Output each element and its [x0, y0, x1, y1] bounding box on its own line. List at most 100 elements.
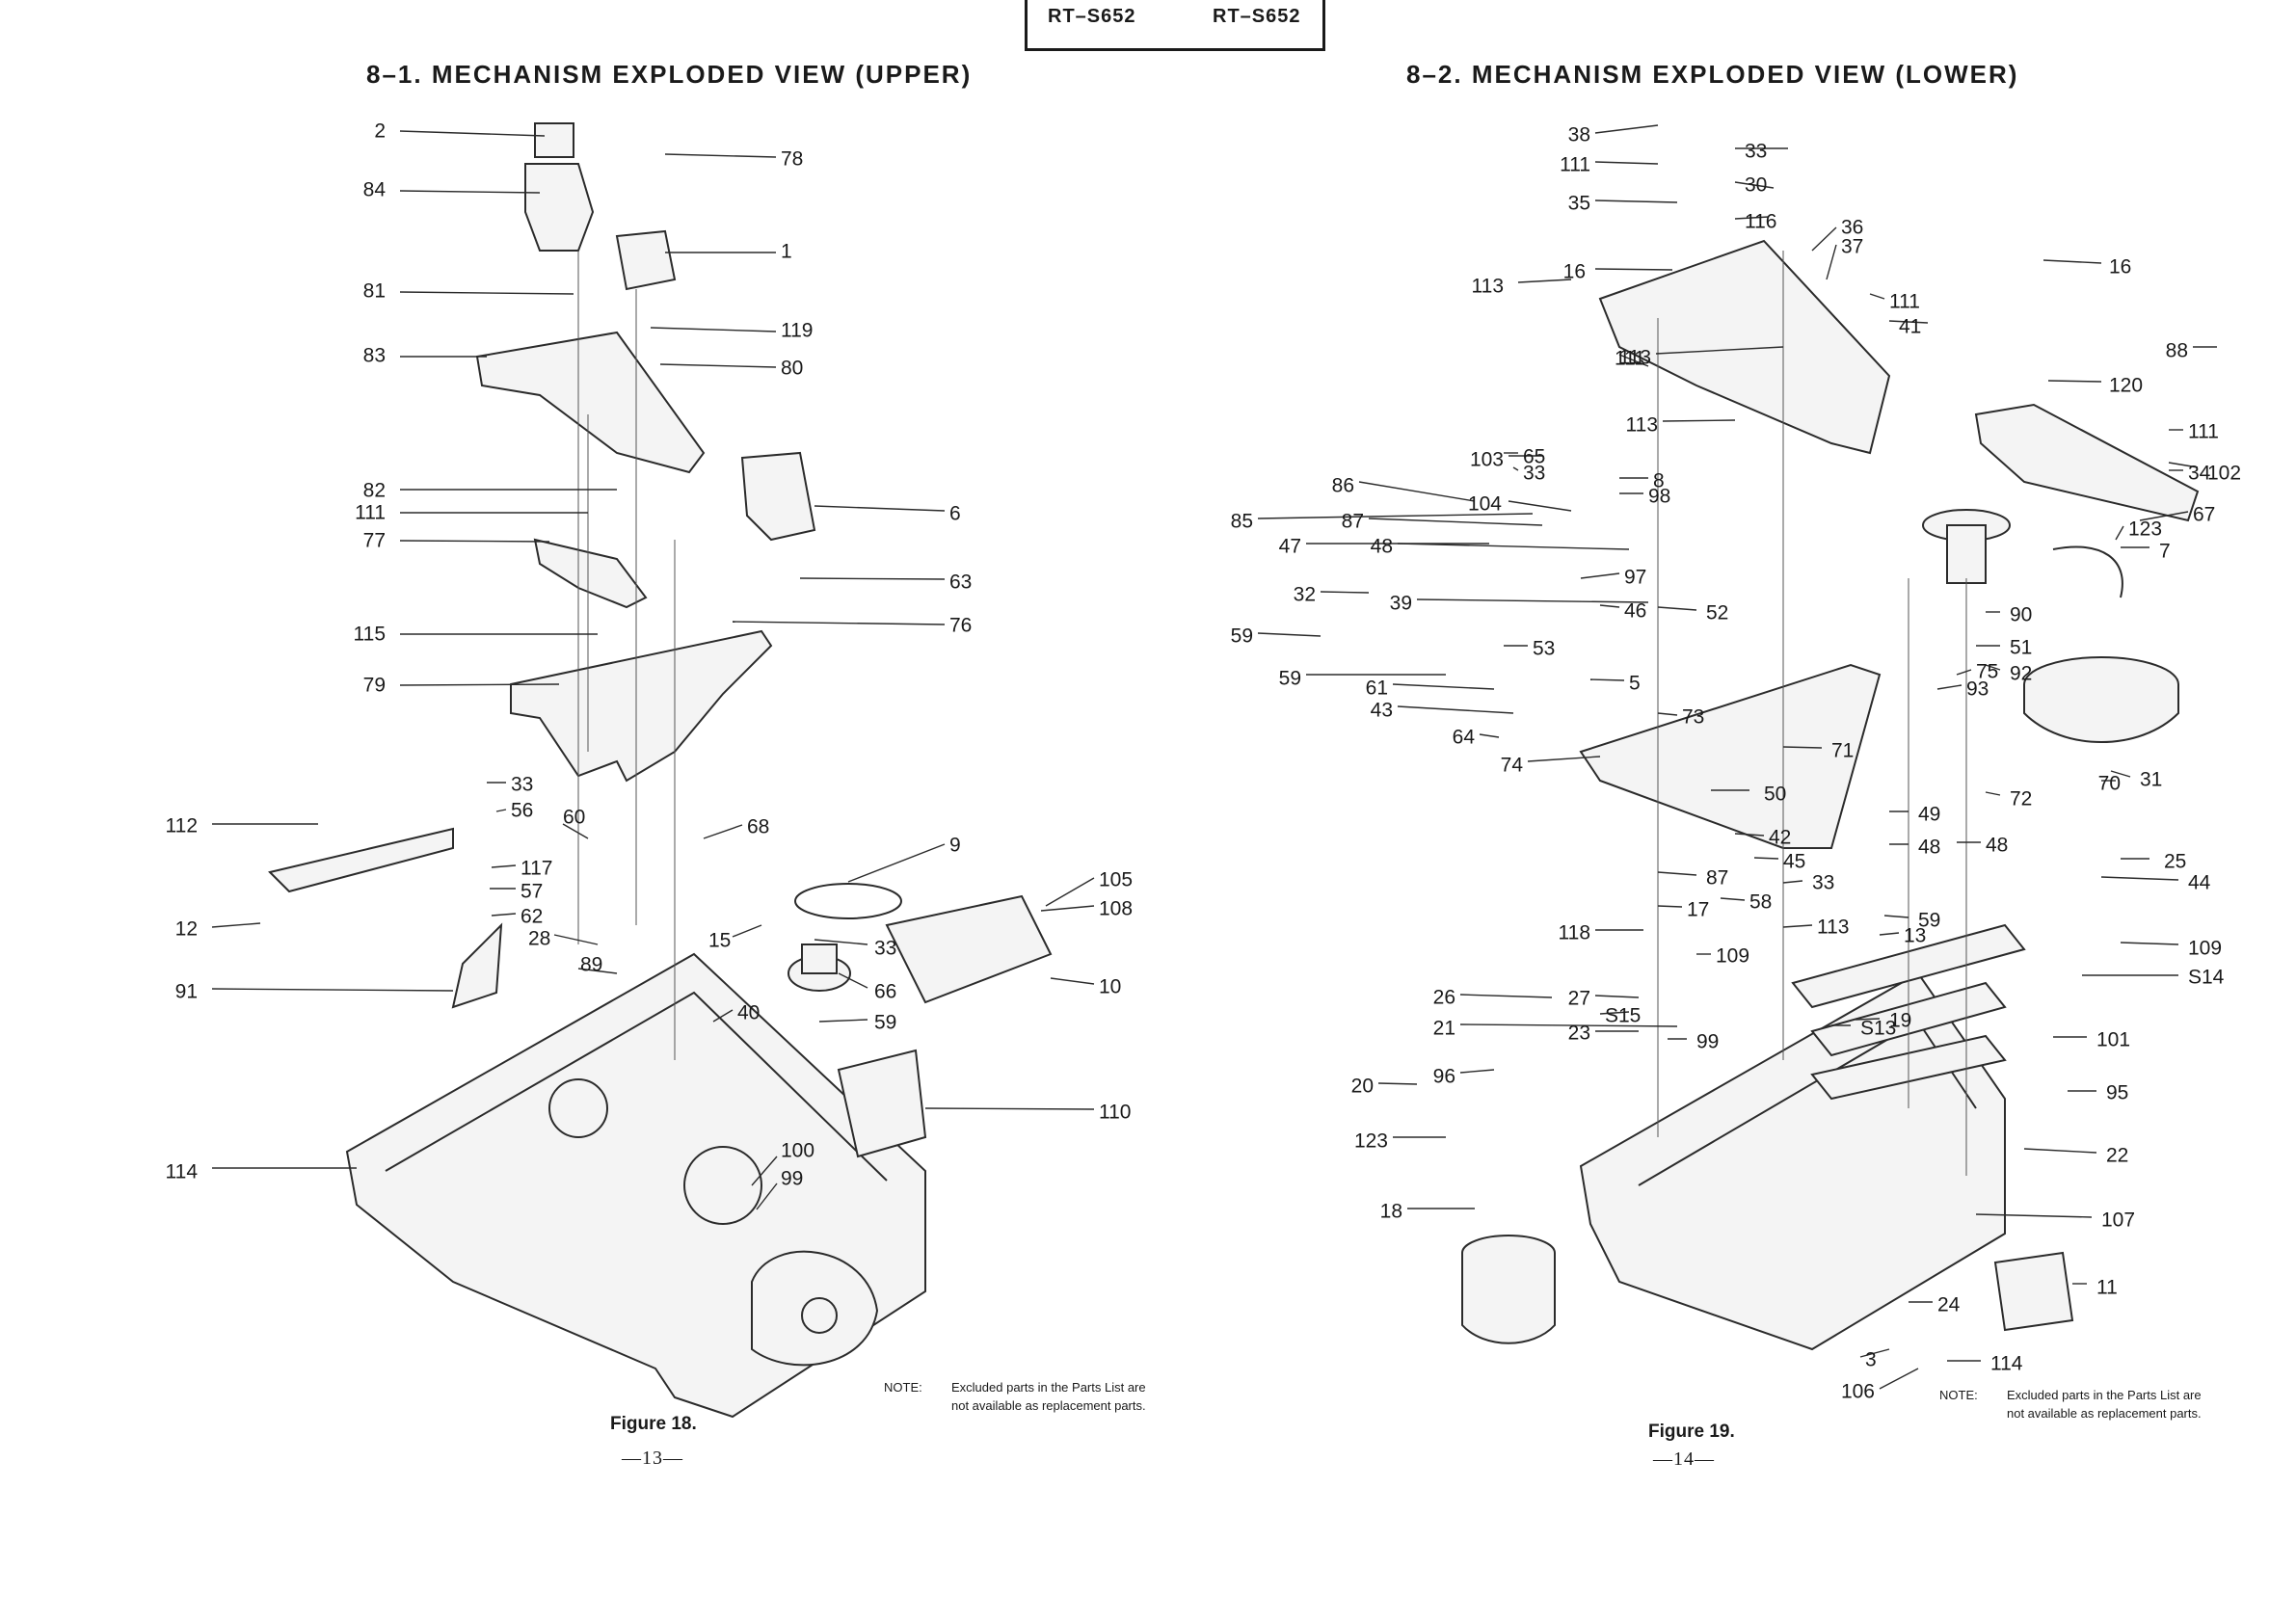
- title-section-lower: –2.: [1422, 60, 1463, 89]
- callout-leader-line: [1594, 124, 1659, 134]
- part-callout-51: 51: [2010, 637, 2032, 659]
- callout-leader-line: [399, 130, 546, 137]
- callout-leader-line: [1594, 199, 1678, 203]
- callout-leader-line: [1594, 161, 1659, 165]
- part-callout-13: 13: [1904, 925, 1926, 947]
- part-callout-73: 73: [1682, 706, 1704, 729]
- part-callout-84: 84: [363, 179, 387, 201]
- part-callout-33: 33: [874, 938, 896, 960]
- part-callout-101: 101: [2096, 1029, 2130, 1051]
- part-callout-16: 16: [2109, 256, 2131, 279]
- part-callout-44: 44: [2188, 872, 2211, 894]
- callout-leader-line: [818, 1019, 868, 1023]
- callout-leader-line: [1377, 1082, 1418, 1085]
- model-header-box: [1025, 0, 1325, 51]
- callout-leader-line: [2110, 770, 2131, 778]
- part-callout-77: 77: [363, 530, 386, 552]
- part-callout-64: 64: [1453, 727, 1476, 749]
- callout-leader-line: [1397, 543, 1630, 550]
- part-callout-46: 46: [1624, 600, 1646, 623]
- bracket-110: [837, 1049, 927, 1158]
- part-callout-62: 62: [521, 906, 543, 928]
- callout-leader-line: [1888, 320, 1929, 324]
- part-callout-97: 97: [1624, 567, 1646, 589]
- part-callout-7: 7: [2159, 541, 2171, 563]
- callout-leader-line: [1527, 756, 1601, 762]
- part-callout-19: 19: [1889, 1010, 1911, 1032]
- part-callout-79: 79: [363, 675, 386, 697]
- part-callout-92: 92: [2010, 663, 2032, 685]
- part-callout-39: 39: [1390, 593, 1412, 615]
- part-callout-33: 33: [1523, 463, 1545, 485]
- part-callout-59: 59: [1279, 668, 1301, 690]
- part-callout-9: 9: [949, 835, 961, 857]
- part-callout-59: 59: [874, 1012, 896, 1034]
- part-callout-86: 86: [1332, 475, 1354, 497]
- callout-leader-line: [732, 924, 762, 938]
- part-callout-115: 115: [354, 624, 386, 646]
- page-number-14: —14—: [1653, 1448, 1715, 1470]
- part-callout-17: 17: [1687, 899, 1709, 921]
- callout-leader-line: [1358, 481, 1476, 502]
- part-callout-25: 25: [2164, 851, 2186, 873]
- part-callout-12: 12: [175, 918, 198, 941]
- callout-leader-line: [211, 988, 454, 992]
- part-callout-81: 81: [363, 280, 386, 303]
- part-callout-111: 111: [355, 502, 386, 524]
- callout-leader-line: [1599, 604, 1620, 608]
- part-callout-113: 113: [1817, 917, 1849, 939]
- callout-leader-line: [1720, 897, 1746, 901]
- callout-leader-line: [1045, 877, 1095, 907]
- plate-79: [510, 629, 773, 783]
- note-upper: NOTE:Excluded parts in the Parts List ar…: [884, 1378, 1163, 1415]
- callout-leader-line: [847, 843, 946, 883]
- callout-leader-line: [1657, 606, 1697, 611]
- lever-91: [451, 922, 503, 1009]
- part-callout-2: 2: [374, 120, 386, 143]
- callout-leader-line: [799, 577, 946, 580]
- part-callout-59: 59: [1918, 910, 1940, 932]
- callout-leader-line: [2100, 876, 2179, 881]
- page-title-lower: 8–2. MECHANISM EXPLODED VIEW (LOWER): [1406, 60, 2018, 90]
- part-callout-30: 30: [1745, 174, 1767, 197]
- callout-leader-line: [2042, 259, 2102, 264]
- part-callout-26: 26: [1433, 987, 1455, 1009]
- callout-leader-line: [1040, 905, 1095, 912]
- part-callout-111: 111: [2188, 421, 2219, 443]
- part-callout-33: 33: [1745, 141, 1767, 163]
- arm-112: [268, 827, 454, 893]
- belt-7: [2052, 545, 2123, 598]
- callout-leader-line: [1397, 705, 1514, 714]
- callout-leader-line: [732, 621, 946, 625]
- part-callout-41: 41: [1899, 316, 1921, 338]
- callout-leader-line: [703, 824, 743, 839]
- callout-leader-line: [1459, 1023, 1678, 1027]
- callout-leader-line: [2139, 511, 2189, 521]
- part-callout-74: 74: [1501, 755, 1524, 777]
- callout-leader-line: [1050, 977, 1095, 985]
- part-callout-s13: S13: [1860, 1018, 1896, 1040]
- part-callout-11: 11: [2096, 1277, 2118, 1299]
- callout-leader-line: [712, 1009, 734, 1023]
- callout-leader-line: [1599, 1011, 1630, 1015]
- part-callout-82: 82: [363, 480, 386, 502]
- belt-9: [794, 883, 902, 919]
- callout-leader-line: [1508, 500, 1572, 512]
- part-callout-113: 113: [1472, 276, 1504, 298]
- callout-leader-line: [1734, 216, 1770, 220]
- part-callout-61: 61: [1366, 678, 1388, 700]
- part-callout-s15: S15: [1605, 1005, 1641, 1027]
- plate-17: [1579, 663, 1882, 849]
- callout-leader-line: [399, 540, 550, 543]
- part-callout-87: 87: [1342, 511, 1364, 533]
- part-callout-66: 66: [874, 981, 896, 1003]
- callout-leader-line: [664, 153, 777, 158]
- callout-leader-line: [211, 922, 261, 928]
- callout-leader-line: [1517, 279, 1572, 283]
- part-callout-109: 109: [1716, 945, 1749, 968]
- callout-leader-lines: [211, 124, 2217, 1390]
- part-callout-102: 102: [2207, 463, 2241, 485]
- part-callout-38: 38: [1568, 124, 1590, 146]
- note-text-lower: Excluded parts in the Parts List are not…: [2007, 1388, 2202, 1421]
